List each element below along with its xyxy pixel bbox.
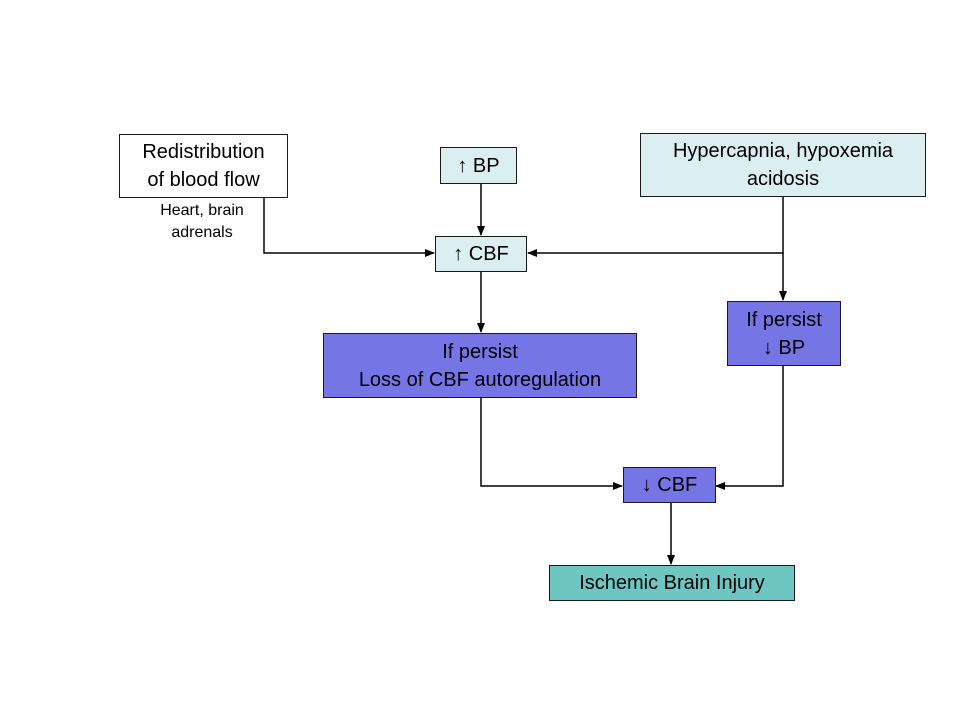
node-persist-bp-down-line-2: ↓ BP <box>762 336 806 359</box>
node-bp-up: ↑ BP <box>440 147 517 184</box>
node-redistribution: Redistribution of blood flow <box>119 134 288 198</box>
node-hypercapnia-line-1: Hypercapnia, hypoxemia <box>672 140 894 162</box>
redistribution-note-line-1: Heart, brain <box>160 202 244 219</box>
node-redistribution-line-1: Redistribution <box>142 141 265 163</box>
node-ischemic-label: Ischemic Brain Injury <box>579 572 765 594</box>
arrow-hypercapnia-to-cbf-up <box>527 197 784 257</box>
node-persist-loss-line-1: If persist <box>442 340 518 363</box>
node-hypercapnia-line-2: acidosis <box>746 168 820 190</box>
node-cbf-up-label: ↑ CBF <box>453 243 509 265</box>
node-persist-bp-down: If persist ↓ BP <box>727 301 841 366</box>
arrow-persist-bp-down-to-cbf-down <box>715 366 784 490</box>
arrow-persist-loss-to-cbf-down <box>480 398 623 490</box>
node-persist-loss: If persist Loss of CBF autoregulation <box>323 333 637 398</box>
node-persist-bp-down-line-1: If persist <box>746 308 822 331</box>
node-redistribution-line-2: of blood flow <box>147 169 260 191</box>
node-cbf-down: ↓ CBF <box>623 467 716 503</box>
node-bp-up-label: ↑ BP <box>457 154 500 177</box>
node-hypercapnia: Hypercapnia, hypoxemia acidosis <box>640 133 926 197</box>
redistribution-note: Heart, brain adrenals <box>138 200 266 244</box>
redistribution-note-line-2: adrenals <box>171 224 233 241</box>
node-ischemic: Ischemic Brain Injury <box>549 565 795 601</box>
node-cbf-down-label: ↓ CBF <box>641 474 698 496</box>
arrow-redistribution-to-cbf-up <box>263 198 435 257</box>
node-persist-loss-line-2: Loss of CBF autoregulation <box>358 368 602 391</box>
node-cbf-up: ↑ CBF <box>435 236 527 272</box>
